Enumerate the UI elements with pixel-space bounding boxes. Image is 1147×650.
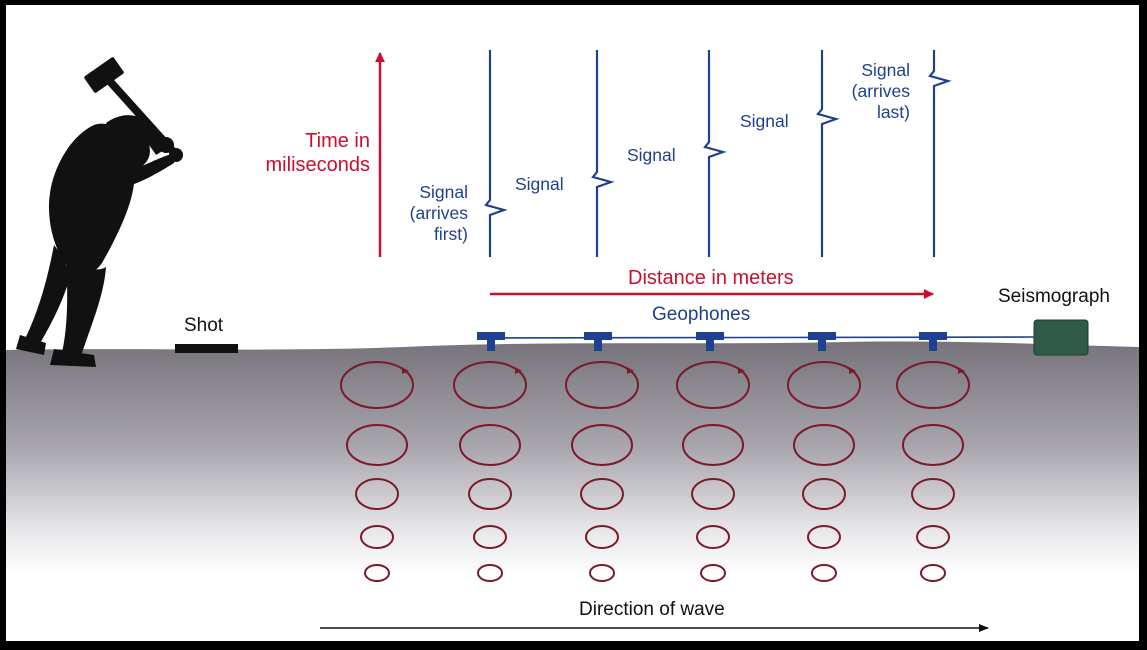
diagram-graphics — [6, 50, 1139, 632]
signal-label-2: Signal — [515, 174, 564, 194]
wave-circles — [340, 361, 970, 582]
time-axis-label: Time in miliseconds — [244, 129, 370, 177]
wave-column-6 — [896, 361, 970, 582]
signal-trace-5 — [928, 50, 952, 257]
signal-trace-4 — [816, 50, 840, 257]
signal-5-line2: (arrives — [851, 81, 910, 101]
signal-5-line1: Signal — [861, 60, 910, 80]
person-silhouette — [16, 57, 183, 367]
wave-rotation-arrows — [402, 367, 965, 374]
signal-trace-1 — [484, 50, 508, 257]
wave-column-2 — [453, 361, 527, 582]
seismograph-box — [1033, 319, 1089, 356]
seismic-survey-diagram: Time in miliseconds Distance in meters S… — [6, 5, 1139, 641]
signal-1-line1: Signal — [419, 182, 468, 202]
geophone-5 — [919, 332, 947, 351]
signal-trace-3 — [703, 50, 727, 257]
geophone-cable — [489, 336, 1035, 339]
geophone-1 — [477, 332, 505, 351]
geophone-2 — [584, 332, 612, 351]
ground — [6, 341, 1139, 575]
signal-label-1: Signal (arrives first) — [386, 182, 468, 245]
direction-of-wave-label: Direction of wave — [579, 599, 725, 620]
wave-column-1 — [340, 361, 414, 582]
wave-column-5 — [787, 361, 861, 582]
signal-label-4: Signal — [740, 111, 789, 131]
shot-label: Shot — [184, 315, 224, 336]
geophone-3 — [696, 332, 724, 351]
signal-5-line3: last) — [876, 102, 910, 122]
geophone-4 — [808, 332, 836, 351]
signal-label-3: Signal — [627, 145, 676, 165]
shot-marker — [175, 344, 238, 353]
geophones-label: Geophones — [652, 304, 751, 325]
seismograph-label: Seismograph — [998, 286, 1110, 307]
signal-1-line3: first) — [433, 224, 468, 244]
wave-column-4 — [676, 361, 750, 582]
wave-column-3 — [565, 361, 639, 582]
signal-1-line2: (arrives — [409, 203, 468, 223]
time-axis-label-line1: Time in — [305, 130, 370, 152]
distance-axis-label: Distance in meters — [628, 267, 794, 289]
signal-trace-2 — [591, 50, 615, 257]
time-axis-label-line2: miliseconds — [265, 154, 370, 176]
signal-label-5: Signal (arrives last) — [836, 60, 910, 123]
